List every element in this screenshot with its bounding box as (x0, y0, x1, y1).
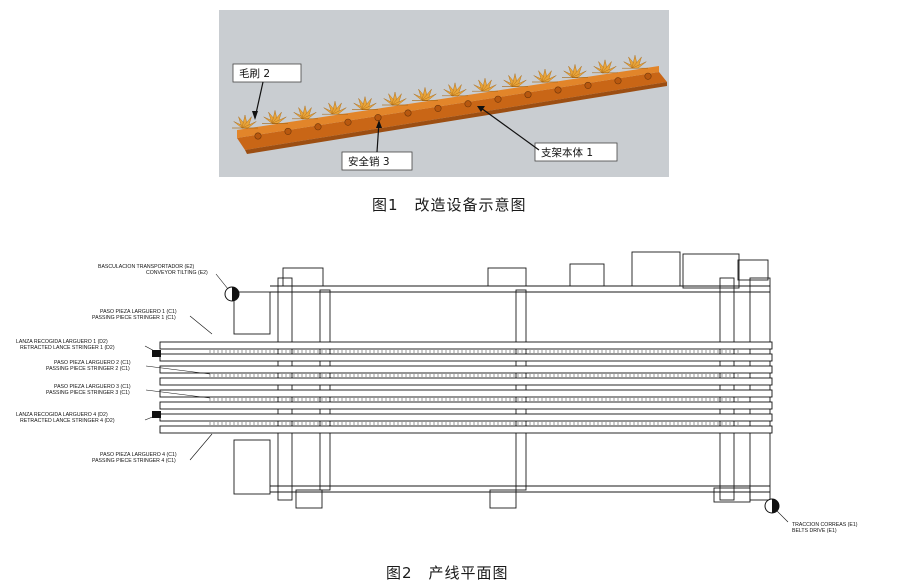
stringer-rail (159, 389, 773, 398)
safety-pin (494, 95, 502, 103)
brush-tuft (262, 110, 288, 124)
brush-tuft (352, 96, 378, 110)
stringer-rail (159, 341, 773, 350)
safety-pin (464, 100, 472, 108)
figure-2-layout-drawing: BASCULACION TRANSPORTADOR (E2) CONVEYOR … (16, 251, 858, 534)
label-lance1-es: LANZA RECOGIDA LARGUERO 1 (D2) (16, 339, 108, 345)
label-belt-en: BELTS DRIVE (E1) (792, 528, 837, 534)
label-pass4-es: PASO PIEZA LARGUERO 4 (C1) (100, 452, 177, 458)
label-pass3-en: PASSING PIECE STRINGER 3 (C1) (46, 390, 130, 396)
safety-pin (554, 86, 562, 94)
label-tilt-en: CONVEYOR TILTING (E2) (146, 270, 208, 276)
safety-pin (434, 104, 442, 112)
rail-chain-ticks (209, 350, 739, 425)
safety-pin (314, 123, 322, 131)
brush-tuft (382, 91, 408, 106)
figure-2-caption: 图2 产线平面图 (386, 564, 509, 582)
label-lance4-en: RETRACTED LANCE STRINGER 4 (D2) (20, 418, 115, 424)
label-lance1-en: RETRACTED LANCE STRINGER 1 (D2) (20, 345, 115, 351)
safety-pin (524, 91, 532, 99)
brush-tuft (232, 114, 258, 129)
brush-tuft (502, 73, 528, 87)
brush-tuft (412, 87, 438, 101)
stringer-rails (159, 341, 773, 434)
svg-text:毛刷 2: 毛刷 2 (239, 67, 270, 80)
stringer-rail (159, 401, 773, 410)
callout-bracket-body: 支架本体 1 (477, 106, 618, 162)
safety-pin (344, 118, 352, 126)
brush-tuft (442, 82, 468, 96)
brush-tuft (292, 105, 318, 119)
brush-tuft (562, 64, 588, 78)
label-pass1-en: PASSING PIECE STRINGER 1 (C1) (92, 315, 176, 321)
callout-safety-pin: 安全销 3 (341, 120, 413, 171)
brush-tuft (532, 68, 558, 83)
callout-markers (152, 286, 780, 514)
safety-pin (584, 81, 592, 89)
svg-text:安全销 3: 安全销 3 (348, 155, 390, 168)
label-lance4-es: LANZA RECOGIDA LARGUERO 4 (D2) (16, 412, 108, 418)
stringer-rail (159, 365, 773, 374)
brush-tuft (592, 59, 618, 73)
stringer-rail (159, 353, 773, 362)
figure-1-rendering: 毛刷 2 安全销 3 支架本体 1 (219, 10, 669, 177)
label-pass2-en: PASSING PIECE STRINGER 2 (C1) (46, 366, 130, 372)
stringer-rail (159, 413, 773, 422)
figure-1-caption: 图1 改造设备示意图 (372, 196, 527, 214)
safety-pin (644, 72, 652, 80)
brush-tuft (472, 78, 498, 92)
pin-group (254, 72, 652, 140)
label-pass4-en: PASSING PIECE STRINGER 4 (C1) (92, 458, 176, 464)
svg-text:支架本体 1: 支架本体 1 (541, 146, 593, 159)
label-tilt-es: BASCULACION TRANSPORTADOR (E2) (98, 264, 195, 270)
leader-lines (144, 273, 789, 523)
safety-pin (614, 77, 622, 85)
label-belt-es: TRACCION CORREAS (E1) (792, 522, 858, 528)
stringer-rail (159, 377, 773, 386)
callout-brush: 毛刷 2 (232, 63, 302, 120)
label-pass1-es: PASO PIEZA LARGUERO 1 (C1) (100, 309, 177, 315)
brush-tuft (622, 55, 648, 69)
label-pass3-es: PASO PIEZA LARGUERO 3 (C1) (54, 384, 131, 390)
safety-pin (404, 109, 412, 117)
safety-pin (254, 132, 262, 140)
label-pass2-es: PASO PIEZA LARGUERO 2 (C1) (54, 360, 131, 366)
brush-group (232, 55, 648, 129)
stringer-rail (159, 425, 773, 434)
safety-pin (374, 114, 382, 122)
safety-pin (284, 127, 292, 135)
brush-tuft (322, 101, 348, 115)
